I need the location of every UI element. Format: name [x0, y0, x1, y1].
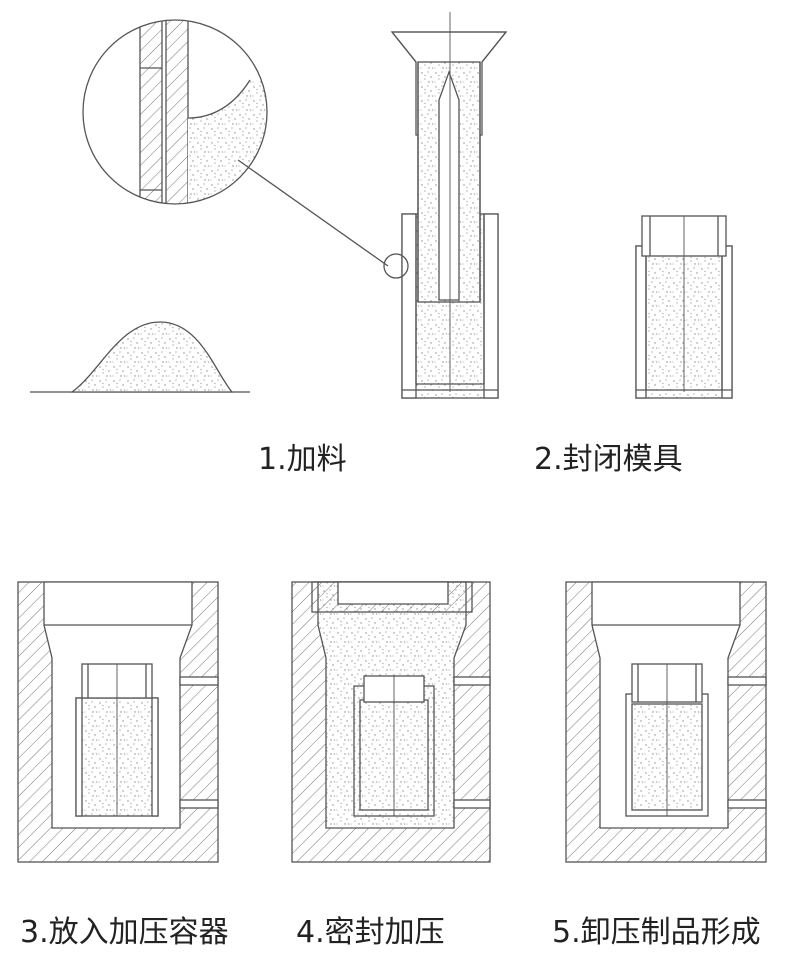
step5-illustration	[565, 581, 767, 863]
step-3-caption: 3.放入加压容器	[20, 915, 229, 950]
step-1-caption: 1.加料	[258, 442, 347, 477]
step-2-caption: 2.封闭模具	[534, 442, 683, 477]
step1-illustration	[30, 12, 508, 399]
funnel-mold	[383, 12, 508, 399]
step4-illustration	[291, 581, 491, 863]
step-5-caption: 5.卸压制品形成	[552, 915, 761, 950]
powder-pile	[30, 321, 250, 393]
step2-illustration	[635, 215, 733, 399]
step-4-caption: 4.密封加压	[296, 915, 445, 950]
magnified-detail	[82, 19, 389, 267]
step3-illustration	[17, 581, 219, 863]
